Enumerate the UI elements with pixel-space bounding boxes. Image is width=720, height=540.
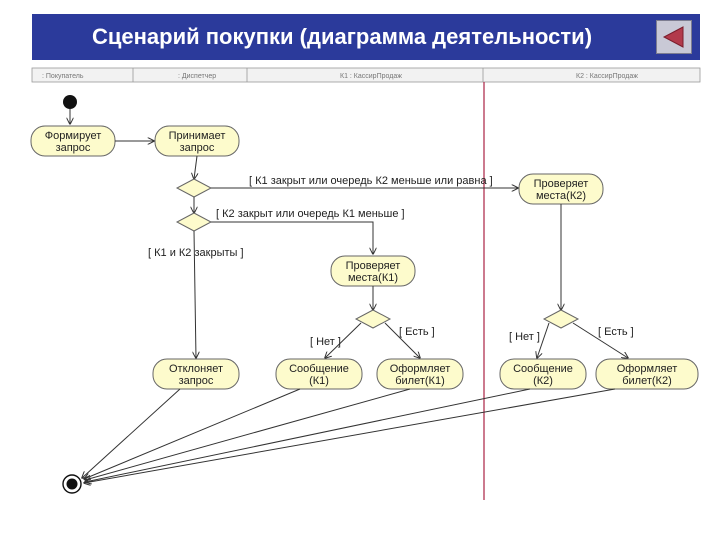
svg-text:Проверяет: Проверяет: [346, 260, 401, 272]
guard-yes-k1: [ Есть ]: [399, 326, 435, 338]
back-button[interactable]: [656, 20, 692, 54]
lane-header: [31, 67, 701, 83]
svg-text:(К1): (К1): [309, 375, 329, 387]
lane-cashier1: К1 : КассирПродаж: [340, 73, 402, 80]
guard-no-k2: [ Нет ]: [509, 331, 540, 343]
guard-k2-closed: [ К2 закрыт или очередь К1 меньше ]: [216, 208, 405, 220]
node-checks-seats-k2: Проверяет места(К2): [518, 173, 604, 205]
decision-k1: [354, 309, 392, 329]
node-rejects-request: Отклоняет запрос: [152, 358, 240, 390]
svg-text:(К2): (К2): [533, 375, 553, 387]
guard-no-k1: [ Нет ]: [310, 336, 341, 348]
svg-text:запрос: запрос: [180, 142, 215, 154]
node-issues-ticket-k2: Оформляет билет(К2): [595, 358, 699, 390]
guard-yes-k2: [ Есть ]: [598, 326, 634, 338]
decision-1: [175, 178, 213, 198]
svg-text:места(К1): места(К1): [348, 272, 398, 284]
lane-buyer: : Покупатель: [42, 73, 84, 80]
svg-text:запрос: запрос: [179, 375, 214, 387]
svg-text:билет(К1): билет(К1): [395, 375, 445, 387]
node-message-k1: Сообщение (К1): [275, 358, 363, 390]
svg-text:Проверяет: Проверяет: [534, 178, 589, 190]
svg-text:Принимает: Принимает: [169, 130, 226, 142]
svg-text:Оформляет: Оформляет: [390, 363, 451, 375]
node-checks-seats-k1: Проверяет места(К1): [330, 255, 416, 287]
node-message-k2: Сообщение (К2): [499, 358, 587, 390]
svg-text:запрос: запрос: [56, 142, 91, 154]
svg-text:Сообщение: Сообщение: [513, 363, 573, 375]
node-forms-request: Формирует запрос: [30, 125, 116, 157]
decision-2: [175, 212, 213, 232]
final-flows: [82, 388, 616, 483]
svg-text:места(К2): места(К2): [536, 190, 586, 202]
svg-text:Оформляет: Оформляет: [617, 363, 678, 375]
decision-k2: [542, 309, 580, 329]
page-title: Сценарий покупки (диаграмма деятельности…: [92, 24, 593, 49]
node-accepts-request: Принимает запрос: [154, 125, 240, 157]
svg-text:Отклоняет: Отклоняет: [169, 363, 223, 375]
title-bar: Сценарий покупки (диаграмма деятельности…: [32, 14, 700, 60]
lane-dispatcher: : Диспетчер: [178, 73, 216, 80]
node-issues-ticket-k1: Оформляет билет(К1): [376, 358, 464, 390]
triangle-left-icon: [662, 26, 684, 48]
svg-text:Формирует: Формирует: [45, 130, 101, 142]
svg-text:Сообщение: Сообщение: [289, 363, 349, 375]
start-node: [63, 95, 77, 109]
final-node: [62, 474, 82, 494]
guard-k1-closed: [ К1 закрыт или очередь К2 меньше или ра…: [249, 175, 493, 187]
guard-both-closed: [ К1 и К2 закрыты ]: [148, 247, 244, 259]
lane-cashier2: К2 : КассирПродаж: [576, 73, 638, 80]
svg-text:билет(К2): билет(К2): [622, 375, 672, 387]
